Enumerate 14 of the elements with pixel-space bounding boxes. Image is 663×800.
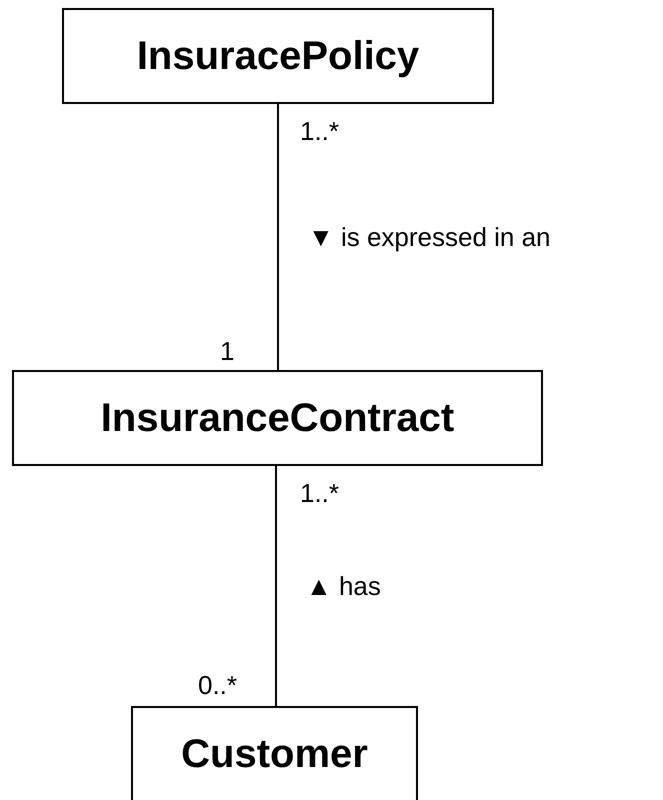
class-box — [62, 8, 494, 104]
class-name: InsuranceContract — [100, 396, 454, 440]
multiplicity-label: 1..* — [300, 480, 340, 506]
class-box — [12, 370, 543, 466]
multiplicity-label: 1..* — [300, 118, 340, 144]
association-line — [277, 104, 279, 370]
class-box — [131, 706, 418, 800]
edge-label: ▼ is expressed in an — [308, 224, 551, 250]
class-name: Customer — [181, 732, 368, 776]
multiplicity-label: 1 — [220, 338, 234, 364]
association-line — [275, 466, 277, 706]
edge-label: ▲ has — [306, 573, 381, 599]
class-name: InsuracePolicy — [136, 34, 420, 78]
multiplicity-label: 0..* — [198, 672, 238, 698]
